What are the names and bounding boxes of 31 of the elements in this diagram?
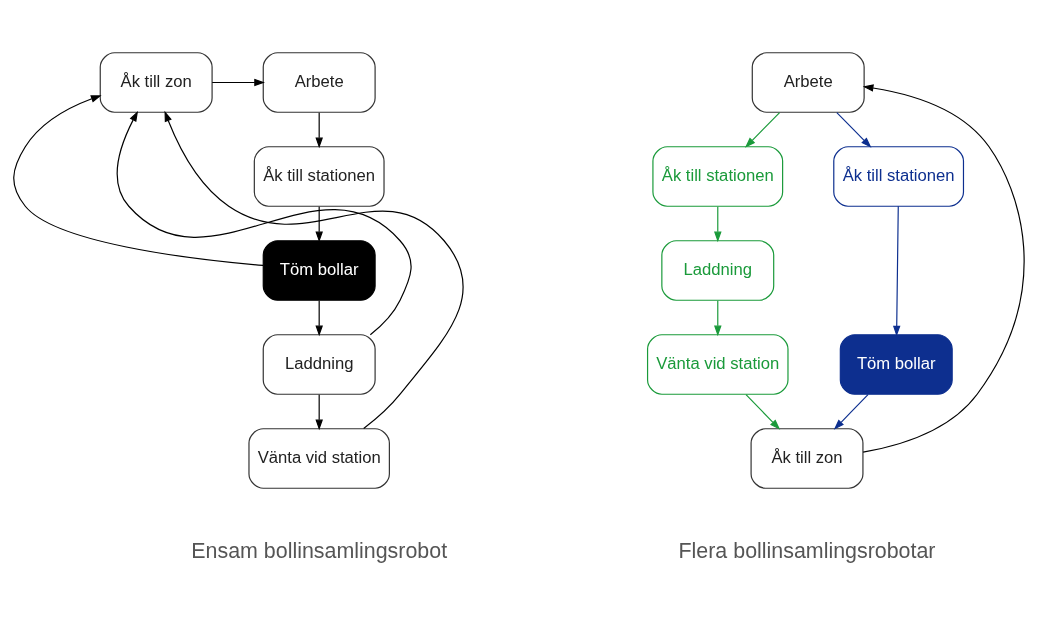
node-box: Åk till zon [99, 52, 213, 113]
node-box: Arbete [751, 52, 865, 113]
label: Flera bollinsamlingsrobotar [678, 538, 936, 563]
node-box: Åk till stationen [253, 146, 385, 207]
arrow [714, 300, 722, 337]
arrow [211, 78, 265, 87]
arrow [315, 300, 323, 337]
arrow [13, 95, 264, 267]
arrow [745, 394, 781, 430]
arrow [164, 110, 464, 430]
node-box: Vänta vid station [248, 428, 390, 489]
node-box: Åk till zon [750, 428, 864, 489]
node-box: Vänta vid station [646, 334, 789, 395]
label: Ensam bollinsamlingsrobot [191, 538, 448, 563]
arrow [833, 394, 869, 430]
node-box: Töm bollar [839, 334, 953, 395]
arrow [892, 205, 901, 337]
node-box: Laddning [262, 334, 376, 395]
arrow [116, 110, 412, 336]
arrow [315, 206, 323, 243]
arrow [836, 112, 872, 148]
node-box: Töm bollar [262, 240, 376, 301]
arrow [714, 206, 722, 243]
arrow [315, 394, 323, 431]
arrow [315, 112, 323, 149]
node-box: Laddning [661, 240, 775, 301]
arrow [862, 84, 1025, 453]
node-box: Åk till stationen [833, 146, 965, 207]
node-box: Arbete [262, 52, 376, 113]
node-box: Åk till stationen [652, 146, 784, 207]
arrow [744, 112, 781, 148]
